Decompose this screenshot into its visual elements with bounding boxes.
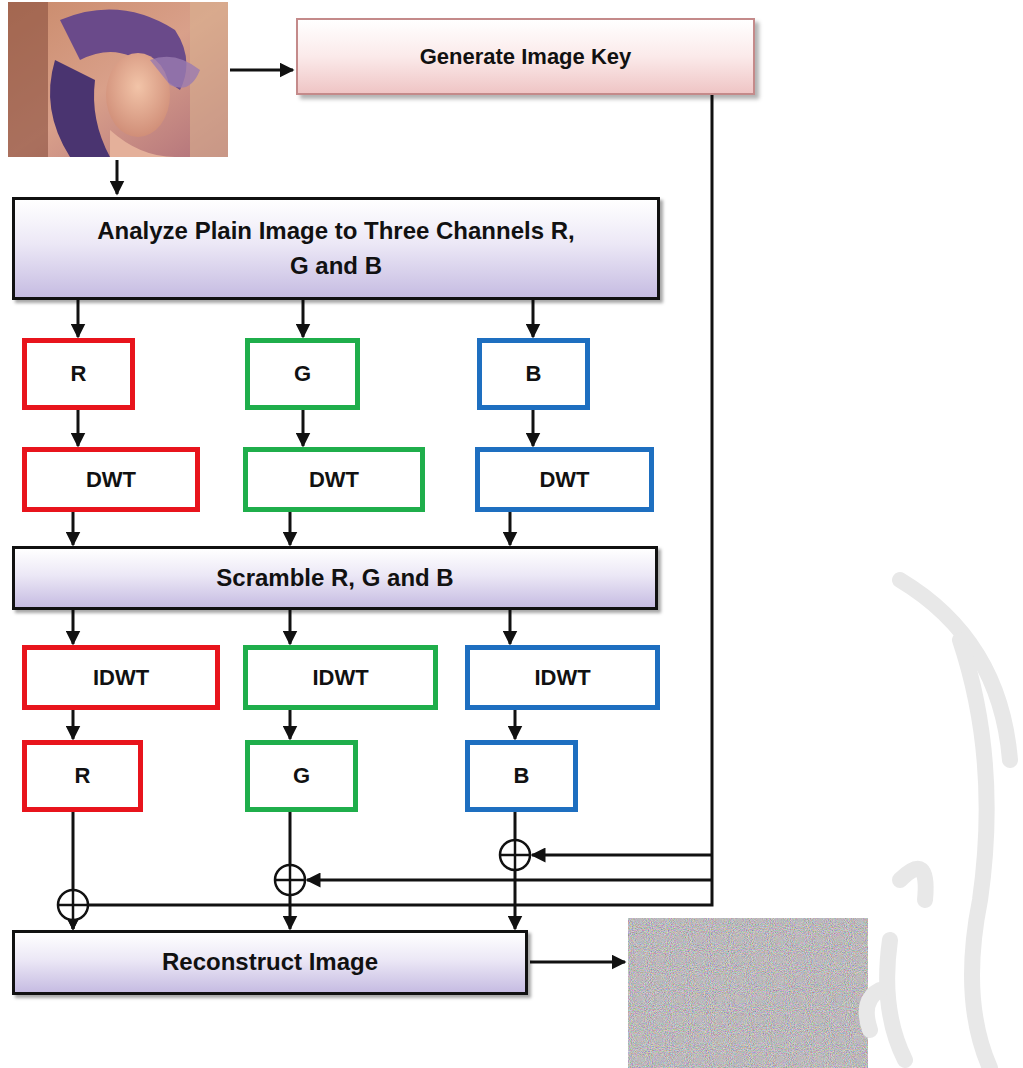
channel-box: G (245, 740, 358, 812)
cipher-image (628, 918, 868, 1068)
key-branch (307, 879, 712, 882)
node-label: IDWT (312, 665, 368, 691)
node-label: Scramble R, G and B (216, 561, 453, 596)
node-label: R (75, 763, 91, 789)
flow-arrow (509, 610, 512, 644)
channel-box: G (245, 338, 360, 410)
xor-symbol (275, 865, 305, 895)
flow-arrow (289, 610, 292, 644)
node-label: B (526, 361, 542, 387)
process-band: Scramble R, G and B (12, 546, 658, 610)
xor-symbol (500, 840, 530, 870)
node-label: DWT (309, 467, 359, 493)
channel-box: R (22, 740, 143, 812)
flow-arrow (289, 812, 292, 929)
key-branch (532, 854, 712, 857)
process-band: Reconstruct Image (12, 930, 528, 995)
node-label: Analyze Plain Image to Three Channels R,… (86, 214, 586, 284)
node-label: IDWT (534, 665, 590, 691)
flow-arrow (302, 410, 305, 446)
flow-arrow (72, 812, 75, 929)
channel-box: B (465, 740, 578, 812)
channel-box: IDWT (22, 645, 220, 710)
flow-arrow (77, 300, 80, 337)
output-arrow (530, 961, 625, 964)
watermark (867, 580, 1010, 1068)
process-band: Analyze Plain Image to Three Channels R,… (12, 197, 660, 300)
node-label: IDWT (93, 665, 149, 691)
flow-arrow (72, 710, 75, 739)
channel-box: B (477, 338, 590, 410)
node-label: B (514, 763, 530, 789)
node-label: G (294, 361, 311, 387)
flow-arrow (302, 300, 305, 337)
channel-box: DWT (243, 447, 425, 512)
channel-box: IDWT (243, 645, 438, 710)
flow-arrow (72, 512, 75, 545)
node-label: G (293, 763, 310, 789)
flow-arrow (77, 410, 80, 446)
flow-arrow (532, 300, 535, 337)
flow-arrow (509, 512, 512, 545)
node-label: DWT (539, 467, 589, 493)
channel-box: IDWT (465, 645, 660, 710)
flow-arrow (532, 410, 535, 446)
node-label: Generate Image Key (420, 44, 632, 70)
flow-arrow (514, 710, 517, 739)
key-box: Generate Image Key (296, 18, 755, 95)
node-label: DWT (86, 467, 136, 493)
flow-arrow (289, 512, 292, 545)
plain-image (8, 2, 228, 157)
channel-box: DWT (22, 447, 200, 512)
flow-arrow (72, 610, 75, 644)
node-label: R (71, 361, 87, 387)
image-to-key-arrow (230, 69, 293, 72)
channel-box: DWT (475, 447, 654, 512)
channel-box: R (22, 338, 135, 410)
xor-symbol (58, 890, 88, 920)
flow-arrow (289, 710, 292, 739)
image-to-analyze-arrow (116, 160, 119, 194)
node-label: Reconstruct Image (162, 945, 378, 980)
